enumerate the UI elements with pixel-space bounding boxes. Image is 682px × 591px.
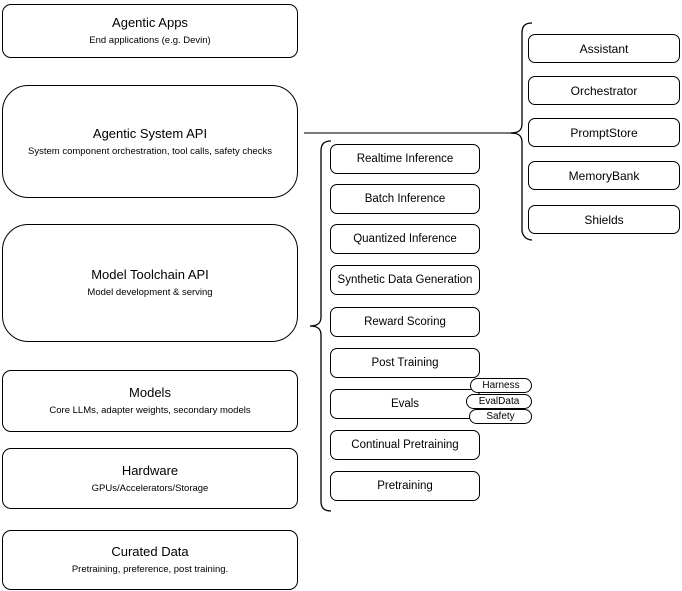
component-promptstore: PromptStore xyxy=(528,118,680,147)
toolchain-item-label: Batch Inference xyxy=(364,193,446,205)
toolchain-item-label: Continual Pretraining xyxy=(351,439,459,451)
box-title: Model Toolchain API xyxy=(91,267,209,282)
box-model-toolchain-api: Model Toolchain API Model development & … xyxy=(2,224,298,342)
component-label: Shields xyxy=(584,212,624,227)
box-subtitle: GPUs/Accelerators/Storage xyxy=(91,482,209,494)
toolchain-item-post-training: Post Training xyxy=(330,348,480,378)
component-memorybank: MemoryBank xyxy=(528,161,680,190)
toolchain-item-evals: Evals xyxy=(330,389,480,419)
component-label: PromptStore xyxy=(570,125,638,140)
box-agentic-apps: Agentic Apps End applications (e.g. Devi… xyxy=(2,4,298,58)
components-brace xyxy=(510,22,533,241)
box-hardware: Hardware GPUs/Accelerators/Storage xyxy=(2,448,298,509)
toolchain-item-label: Pretraining xyxy=(377,480,433,492)
box-title: Hardware xyxy=(121,462,179,478)
toolchain-item-label: Synthetic Data Generation xyxy=(337,274,473,286)
toolchain-item-pretraining: Pretraining xyxy=(330,471,480,501)
box-subtitle: Pretraining, preference, post training. xyxy=(71,564,229,575)
box-models: Models Core LLMs, adapter weights, secon… xyxy=(2,370,298,432)
box-subtitle: End applications (e.g. Devin) xyxy=(89,35,211,46)
toolchain-item-continual-pretraining: Continual Pretraining xyxy=(330,430,480,460)
component-orchestrator: Orchestrator xyxy=(528,76,680,105)
component-label: Assistant xyxy=(579,41,629,56)
toolchain-item-batch-inference: Batch Inference xyxy=(330,184,480,214)
toolchain-item-realtime-inference: Realtime Inference xyxy=(330,144,480,174)
toolchain-item-quantized-inference: Quantized Inference xyxy=(330,224,480,254)
eval-tag-harness: Harness xyxy=(470,378,532,393)
box-title: Agentic Apps xyxy=(112,15,188,30)
toolchain-item-label: Realtime Inference xyxy=(356,153,454,165)
component-label: MemoryBank xyxy=(568,168,640,183)
toolchain-item-synthetic-data-generation: Synthetic Data Generation xyxy=(330,265,480,295)
toolchain-item-label: Reward Scoring xyxy=(364,316,446,328)
box-subtitle: Model development & serving xyxy=(87,287,213,298)
box-subtitle: Core LLMs, adapter weights, secondary mo… xyxy=(49,405,251,416)
box-title: Curated Data xyxy=(111,544,189,559)
component-assistant: Assistant xyxy=(528,34,680,63)
eval-tag-label: Harness xyxy=(482,380,520,391)
eval-tag-evaldata: EvalData xyxy=(466,394,532,409)
box-title: Models xyxy=(129,385,171,400)
box-curated-data: Curated Data Pretraining, preference, po… xyxy=(2,530,298,590)
toolchain-item-label: Post Training xyxy=(371,357,439,369)
box-agentic-system-api: Agentic System API System component orch… xyxy=(2,85,298,198)
eval-tag-label: EvalData xyxy=(478,396,520,407)
toolchain-brace xyxy=(309,140,332,512)
eval-tag-safety: Safety xyxy=(469,409,532,424)
toolchain-item-reward-scoring: Reward Scoring xyxy=(330,307,480,337)
component-shields: Shields xyxy=(528,205,680,234)
eval-tag-label: Safety xyxy=(486,411,515,422)
box-subtitle: System component orchestration, tool cal… xyxy=(28,145,272,157)
component-label: Orchestrator xyxy=(570,83,638,98)
toolchain-item-label: Quantized Inference xyxy=(353,233,457,245)
toolchain-item-label: Evals xyxy=(390,398,420,410)
box-title: Agentic System API xyxy=(92,125,208,141)
